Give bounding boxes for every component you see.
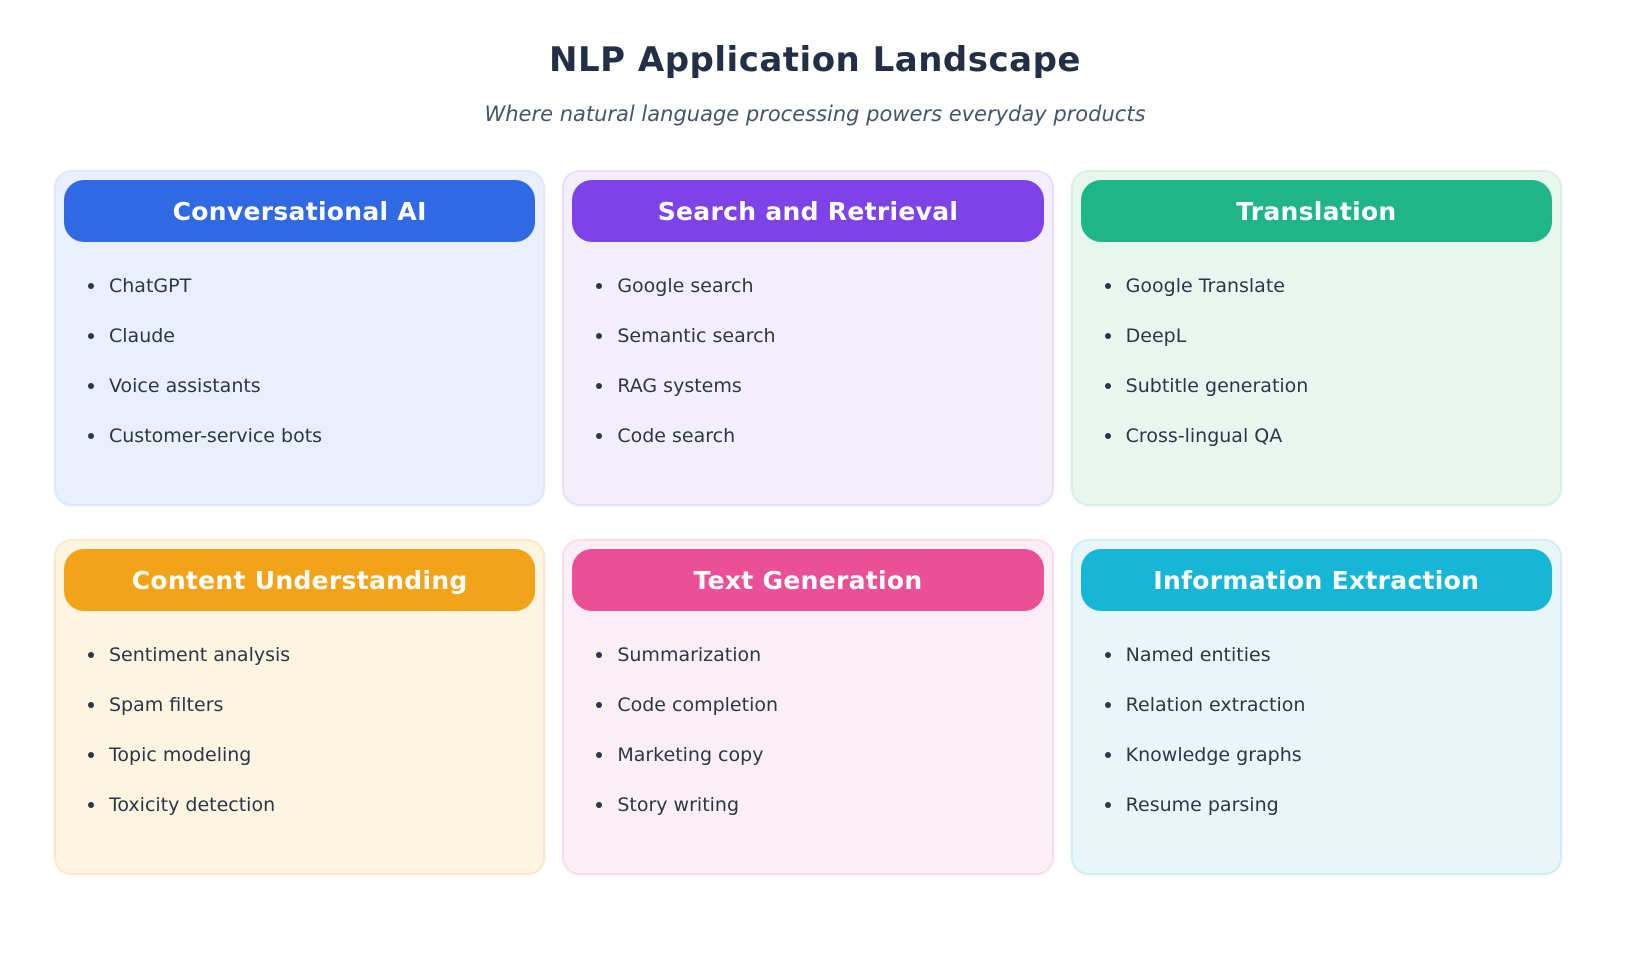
bullet-icon xyxy=(596,802,603,808)
list-item: Marketing copy xyxy=(596,730,1043,780)
bullet-icon xyxy=(1104,802,1111,808)
card-translation: Translation Google Translate DeepL Subti… xyxy=(1070,170,1562,506)
list-item-label: Voice assistants xyxy=(109,375,261,397)
list-item-label: Subtitle generation xyxy=(1125,375,1309,397)
list-item-label: Code search xyxy=(617,425,736,447)
list-item-label: Spam filters xyxy=(109,694,224,716)
bullet-icon xyxy=(1104,433,1111,439)
list-item: Code completion xyxy=(596,680,1043,730)
bullet-icon xyxy=(88,752,94,758)
list-item-label: Semantic search xyxy=(617,325,776,347)
list-item: Claude xyxy=(88,311,535,361)
list-item: Google Translate xyxy=(1104,261,1552,311)
list-item: Relation extraction xyxy=(1104,680,1552,730)
bullet-icon xyxy=(1104,652,1111,658)
list-item: Subtitle generation xyxy=(1104,361,1552,411)
bullet-icon xyxy=(1104,383,1111,389)
card-item-list: Google search Semantic search RAG system… xyxy=(572,261,1043,461)
list-item-label: Google Translate xyxy=(1125,275,1285,297)
list-item: Topic modeling xyxy=(88,730,535,780)
card-header: Text Generation xyxy=(572,549,1044,611)
list-item-label: Sentiment analysis xyxy=(109,644,291,666)
bullet-icon xyxy=(596,752,603,758)
bullet-icon xyxy=(1104,752,1111,758)
card-text-generation: Text Generation Summarization Code compl… xyxy=(562,539,1054,875)
list-item: RAG systems xyxy=(596,361,1043,411)
card-header: Translation xyxy=(1080,180,1552,242)
bullet-icon xyxy=(596,383,603,389)
bullet-icon xyxy=(88,433,94,439)
list-item-label: ChatGPT xyxy=(109,275,192,297)
bullet-icon xyxy=(88,652,94,658)
list-item-label: Marketing copy xyxy=(617,744,764,766)
card-item-list: Named entities Relation extraction Knowl… xyxy=(1081,630,1552,830)
list-item-label: Named entities xyxy=(1125,644,1271,666)
card-conversational-ai: Conversational AI ChatGPT Claude Voice a… xyxy=(54,170,546,506)
list-item: Sentiment analysis xyxy=(88,630,535,680)
card-item-list: Summarization Code completion Marketing … xyxy=(572,630,1043,830)
list-item-label: Topic modeling xyxy=(109,744,252,766)
bullet-icon xyxy=(596,333,603,339)
card-header: Conversational AI xyxy=(64,180,536,242)
list-item: Resume parsing xyxy=(1104,780,1552,830)
list-item-label: Toxicity detection xyxy=(109,794,276,816)
list-item-label: Relation extraction xyxy=(1125,694,1306,716)
list-item: Customer-service bots xyxy=(88,411,535,461)
bullet-icon xyxy=(88,283,94,289)
list-item: Cross-lingual QA xyxy=(1104,411,1552,461)
list-item: Toxicity detection xyxy=(88,780,535,830)
list-item-label: Customer-service bots xyxy=(109,425,323,447)
bullet-icon xyxy=(596,702,603,708)
list-item-label: RAG systems xyxy=(617,375,742,397)
card-item-list: ChatGPT Claude Voice assistants Customer… xyxy=(64,261,535,461)
list-item: Story writing xyxy=(596,780,1043,830)
list-item: Named entities xyxy=(1104,630,1552,680)
list-item: ChatGPT xyxy=(88,261,535,311)
list-item-label: Claude xyxy=(109,325,175,347)
list-item: Code search xyxy=(596,411,1043,461)
page-title: NLP Application Landscape xyxy=(549,40,1081,80)
list-item-label: Resume parsing xyxy=(1125,794,1279,816)
card-header: Content Understanding xyxy=(64,549,536,611)
list-item-label: Summarization xyxy=(617,644,762,666)
bullet-icon xyxy=(88,333,94,339)
card-header: Information Extraction xyxy=(1080,549,1552,611)
list-item: Semantic search xyxy=(596,311,1043,361)
bullet-icon xyxy=(1104,333,1111,339)
bullet-icon xyxy=(88,383,94,389)
card-information-extraction: Information Extraction Named entities Re… xyxy=(1070,539,1562,875)
list-item-label: Knowledge graphs xyxy=(1125,744,1302,766)
list-item: Summarization xyxy=(596,630,1043,680)
list-item: DeepL xyxy=(1104,311,1552,361)
card-item-list: Google Translate DeepL Subtitle generati… xyxy=(1081,261,1552,461)
card-search-and-retrieval: Search and Retrieval Google search Seman… xyxy=(562,170,1054,506)
list-item-label: Cross-lingual QA xyxy=(1125,425,1283,447)
bullet-icon xyxy=(88,702,94,708)
bullet-icon xyxy=(1104,283,1111,289)
bullet-icon xyxy=(596,283,603,289)
list-item-label: Code completion xyxy=(617,694,779,716)
bullet-icon xyxy=(88,802,94,808)
cards-grid: Conversational AI ChatGPT Claude Voice a… xyxy=(54,170,1562,875)
card-header: Search and Retrieval xyxy=(572,180,1044,242)
list-item-label: DeepL xyxy=(1125,325,1187,347)
list-item-label: Story writing xyxy=(617,794,740,816)
card-content-understanding: Content Understanding Sentiment analysis… xyxy=(54,539,546,875)
bullet-icon xyxy=(596,652,603,658)
list-item: Voice assistants xyxy=(88,361,535,411)
card-item-list: Sentiment analysis Spam filters Topic mo… xyxy=(64,630,535,830)
list-item: Knowledge graphs xyxy=(1104,730,1552,780)
page-subtitle: Where natural language processing powers… xyxy=(484,102,1146,126)
list-item: Spam filters xyxy=(88,680,535,730)
list-item: Google search xyxy=(596,261,1043,311)
bullet-icon xyxy=(596,433,603,439)
bullet-icon xyxy=(1104,702,1111,708)
list-item-label: Google search xyxy=(617,275,754,297)
